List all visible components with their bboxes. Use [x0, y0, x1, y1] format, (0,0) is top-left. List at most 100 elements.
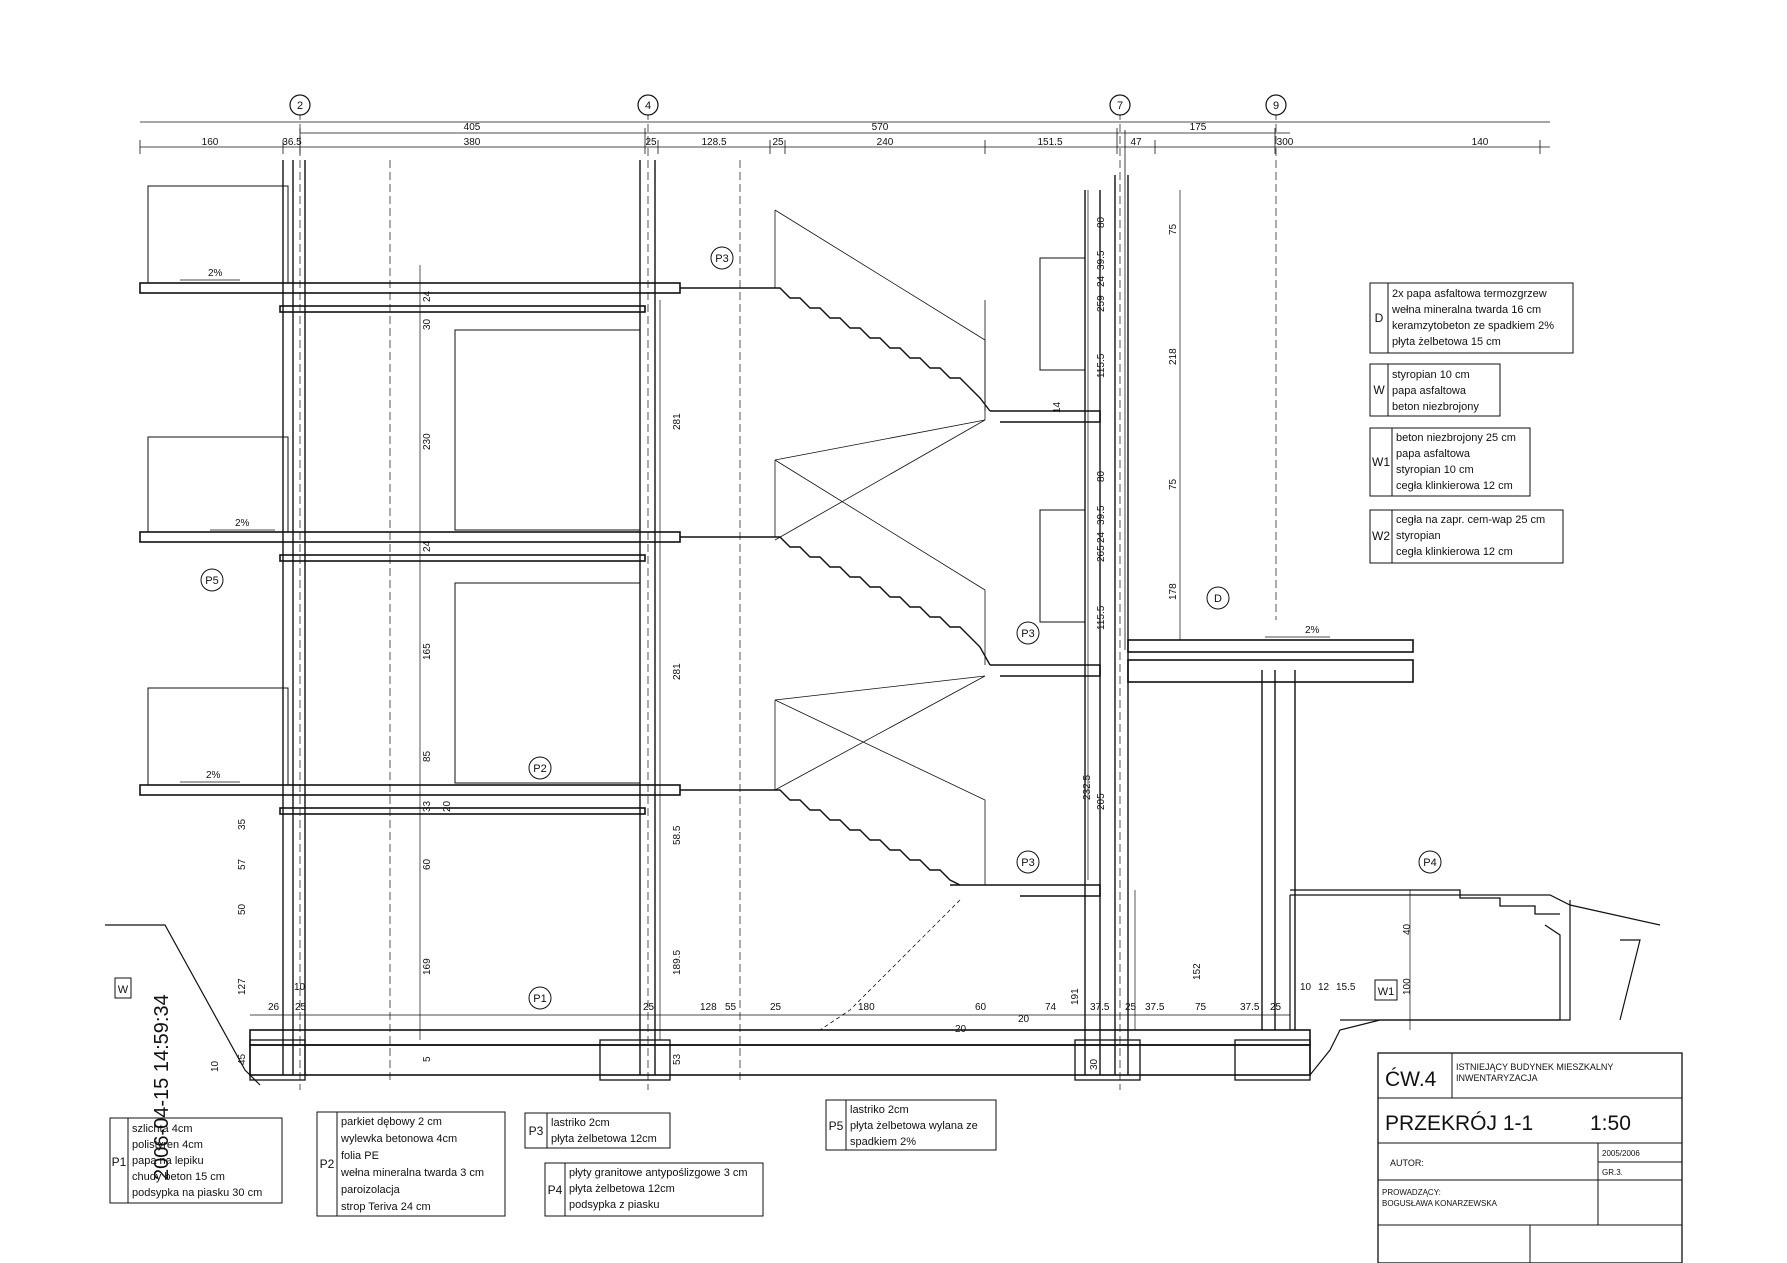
dim-v: 100: [1402, 978, 1413, 995]
year-label: 2005/2006: [1602, 1149, 1640, 1158]
tag-w1: W1: [1374, 979, 1398, 1001]
dim-v: 10: [210, 1060, 221, 1072]
svg-text:beton niezbrojony 25 cm: beton niezbrojony 25 cm: [1396, 432, 1516, 444]
legend-right: D 2x papa asfaltowa termozgrzew wełna mi…: [1369, 282, 1574, 564]
dim-v: 205: [1096, 793, 1107, 810]
svg-text:2: 2: [297, 100, 303, 112]
svg-text:P3: P3: [529, 1124, 544, 1138]
dim-b: 25: [770, 1002, 782, 1013]
dim-b: 37.5: [1090, 1002, 1110, 1013]
dim-v: 40: [1402, 923, 1413, 935]
tag-p4: P4: [1418, 850, 1442, 874]
dim-v: 58.5: [672, 825, 683, 845]
dim-v: 80: [1096, 470, 1107, 482]
slope-label: 2%: [208, 268, 223, 279]
svg-text:D: D: [1214, 593, 1222, 605]
dim-top-405: 405: [464, 122, 481, 133]
svg-text:spadkiem 2%: spadkiem 2%: [850, 1136, 916, 1148]
axis-2: 2: [289, 94, 311, 116]
svg-text:P4: P4: [1423, 857, 1436, 869]
svg-text:podsypka z piasku: podsypka z piasku: [569, 1199, 660, 1211]
dim-top-25a: 25: [645, 137, 657, 148]
dim-v: 30: [1089, 1058, 1100, 1070]
svg-text:styropian 10 cm: styropian 10 cm: [1392, 369, 1470, 381]
dim-b: 75: [1195, 1002, 1207, 1013]
svg-text:cegła na zapr. cem-wap 25 cm: cegła na zapr. cem-wap 25 cm: [1396, 514, 1545, 526]
dim-v: 35: [237, 818, 248, 830]
dim-v: 230: [422, 433, 433, 450]
dim-b: 20: [955, 1024, 967, 1035]
svg-text:płyta żelbetowa wylana ze: płyta żelbetowa wylana ze: [850, 1120, 978, 1132]
dim-v: 75: [1168, 478, 1179, 490]
svg-text:W: W: [118, 984, 129, 996]
tag-p3-top: P3: [710, 246, 734, 270]
bottom-dimensions: 26 25 10 25 128 55 25 180 60 74 37.5 25 …: [250, 982, 1356, 1035]
svg-text:polistyren 4cm: polistyren 4cm: [132, 1139, 203, 1151]
dim-b: 37.5: [1240, 1002, 1260, 1013]
subtitle-line1: ISTNIEJĄCY BUDYNEK MIESZKALNY: [1456, 1062, 1613, 1072]
dim-v: 115.5: [1096, 353, 1107, 378]
group-label: GR.3.: [1602, 1168, 1623, 1177]
slope-label: 2%: [235, 518, 250, 529]
slope-label: 2%: [1305, 625, 1320, 636]
dim-v: 169: [422, 958, 433, 975]
dim-b: 26: [268, 1002, 280, 1013]
dim-b: 74: [1045, 1002, 1057, 1013]
dim-b: 15.5: [1336, 982, 1356, 993]
slope-labels: 2% 2% 2% 2%: [206, 268, 1320, 781]
title-block: ĆW.4 ISTNIEJĄCY BUDYNEK MIESZKALNY INWEN…: [1377, 1052, 1683, 1263]
svg-text:keramzytobeton ze spadkiem 2%: keramzytobeton ze spadkiem 2%: [1392, 320, 1554, 332]
dim-v: 218: [1168, 348, 1179, 365]
svg-text:P5: P5: [205, 575, 218, 587]
supervisor-label: PROWADZĄCY:: [1382, 1188, 1441, 1197]
svg-text:P3: P3: [715, 253, 728, 265]
svg-text:beton niezbrojony: beton niezbrojony: [1392, 401, 1479, 413]
svg-text:cegła klinkierowa 12 cm: cegła klinkierowa 12 cm: [1396, 546, 1513, 558]
tag-p3-mid: P3: [1016, 621, 1040, 645]
svg-text:szlichta 4cm: szlichta 4cm: [132, 1123, 193, 1135]
legend-w: W styropian 10 cm papa asfaltowa beton n…: [1369, 363, 1501, 417]
svg-text:wełna mineralna twarda 3 cm: wełna mineralna twarda 3 cm: [340, 1167, 484, 1179]
tag-p2: P2: [528, 756, 552, 780]
svg-text:9: 9: [1273, 100, 1279, 112]
dim-b: 191: [1070, 988, 1081, 1005]
tag-p1: P1: [528, 986, 552, 1010]
dim-top-160: 160: [202, 137, 219, 148]
dim-top-25b: 25: [772, 137, 784, 148]
dim-b: 55: [725, 1002, 737, 1013]
dim-top-380: 380: [464, 137, 481, 148]
dim-v: 115.5: [1096, 605, 1107, 630]
svg-text:W1: W1: [1378, 986, 1395, 998]
dim-v: 75: [1168, 223, 1179, 235]
svg-text:W2: W2: [1372, 529, 1390, 543]
dim-v: 127: [237, 978, 248, 995]
svg-text:W: W: [1373, 383, 1385, 397]
svg-text:papa asfaltowa: papa asfaltowa: [1392, 385, 1467, 397]
svg-text:wełna mineralna twarda 16 cm: wełna mineralna twarda 16 cm: [1391, 304, 1541, 316]
dim-v: 50: [237, 903, 248, 915]
author-label: AUTOR:: [1390, 1158, 1424, 1168]
dim-b: 12: [1318, 982, 1330, 993]
dim-v: 45: [237, 1053, 248, 1065]
dim-v: 39.5: [1096, 505, 1107, 525]
dim-v: 57: [237, 858, 248, 870]
dim-v: 265: [1096, 545, 1107, 562]
svg-text:P1: P1: [112, 1155, 127, 1169]
svg-text:7: 7: [1117, 100, 1123, 112]
dim-b: 20: [1018, 1014, 1030, 1025]
dim-top-300: 300: [1277, 137, 1294, 148]
dim-v: 232.5: [1082, 775, 1093, 800]
dim-top-175: 175: [1190, 122, 1207, 133]
dim-v: 60: [422, 858, 433, 870]
dim-top-240: 240: [877, 137, 894, 148]
svg-text:P2: P2: [533, 763, 546, 775]
tag-d: D: [1206, 586, 1230, 610]
svg-text:folia PE: folia PE: [341, 1150, 379, 1162]
legend-p5: P5 lastriko 2cm płyta żelbetowa wylana z…: [825, 1099, 997, 1151]
axis-7: 7: [1109, 94, 1131, 116]
dim-b: 128: [700, 1002, 717, 1013]
legend-w2: W2 cegła na zapr. cem-wap 25 cm styropia…: [1369, 509, 1564, 564]
dim-v: 281: [672, 663, 683, 680]
dim-v: 5: [422, 1056, 433, 1062]
top-dimensions: 405 570 175 160 36.5 380 25 128.5 25 240…: [202, 122, 1489, 148]
